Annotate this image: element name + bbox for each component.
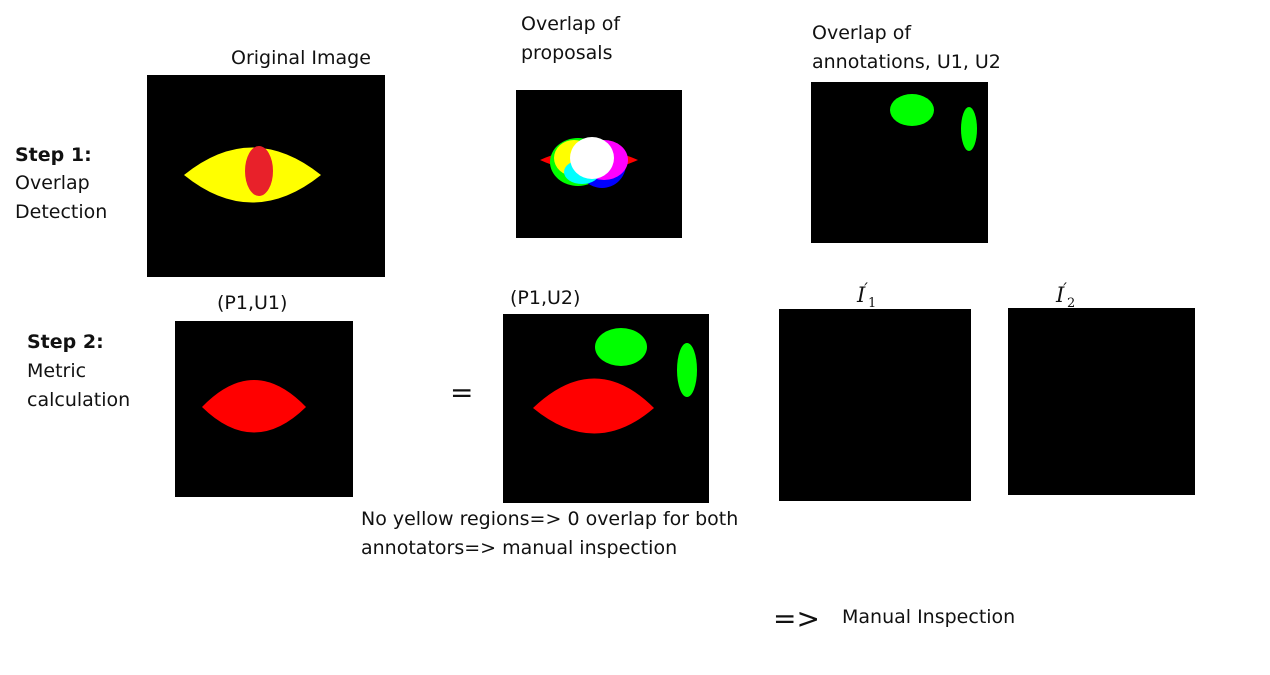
white-overlap-shape [570,137,614,179]
implies-arrow: => [773,602,820,635]
i2-prime-label: I′2 [1056,279,1076,311]
note-line1: No yellow regions=> 0 overlap for both [361,508,739,530]
red-proposal-shape [533,378,654,434]
original-image-label: Original Image [231,47,371,69]
proposals-overlap-graphic [540,137,638,188]
red-proposal-shape [202,380,306,433]
equals-sign: = [450,376,474,409]
proposals-overlap-panel [516,90,682,238]
original-image-panel [147,75,385,277]
p1-u1-label: (P1,U1) [217,292,288,314]
annotations-label-line2: annotations, U1, U2 [812,51,1001,73]
p1-u1-graphic [202,380,306,433]
annotation-u2-shape [961,107,977,151]
annotations-label-line1: Overlap of [812,22,912,44]
proposals-label-line2: proposals [521,42,613,64]
original-image-graphic [184,146,321,203]
step1-desc-line1: Overlap [15,172,90,194]
note-line2: annotators=> manual inspection [361,537,678,559]
p1-u2-graphic [533,328,697,434]
i2-prime-panel [1008,308,1195,495]
annotation-u2-shape [677,343,697,397]
manual-inspection-label: Manual Inspection [842,606,1016,628]
step2-title: Step 2: [27,331,104,353]
annotation-u1-shape [595,328,647,366]
p1-u1-panel [175,321,353,497]
step2-desc-line1: Metric [27,360,87,382]
step2-desc-line2: calculation [27,389,131,411]
red-pupil-shape [245,146,273,196]
i1-prime-label: I′1 [857,279,877,311]
step1-desc-line2: Detection [15,201,108,223]
i1-prime-panel [779,309,971,501]
annotations-overlap-panel [811,82,988,243]
p1-u2-label: (P1,U2) [510,287,581,309]
annotations-overlap-graphic [890,94,977,151]
annotation-u1-shape [890,94,934,126]
p1-u2-panel [503,314,709,503]
step1-title: Step 1: [15,144,92,166]
proposals-label-line1: Overlap of [521,13,621,35]
